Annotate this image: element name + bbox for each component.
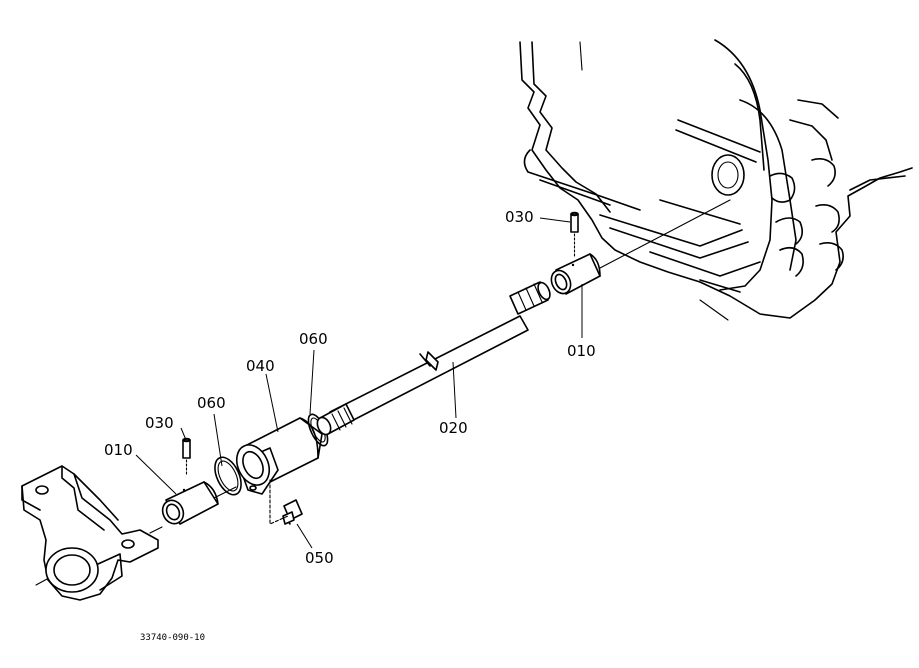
callout-bushing-right: 010: [567, 342, 596, 360]
transmission-case: [519, 39, 913, 321]
shaft-housing: [235, 417, 323, 495]
mounting-bolt: [269, 479, 303, 525]
front-bracket: [21, 465, 159, 601]
drawing-number: 33740-090-10: [140, 633, 205, 643]
drive-shaft: [316, 281, 551, 436]
callout-bushing-left: 010: [104, 441, 133, 459]
left-spring-pin: [182, 437, 191, 476]
callout-shaft: 020: [439, 419, 468, 437]
callout-housing: 040: [246, 357, 275, 375]
callout-oring-left: 060: [197, 394, 226, 412]
callout-labels: 030 010 020 060 040 060 030 010 050 3374…: [104, 208, 596, 643]
leader-lines: [135, 217, 583, 549]
right-bushing: [550, 253, 601, 295]
callout-oring-right: 060: [299, 330, 328, 348]
left-bushing: [161, 481, 219, 525]
callout-pin-left: 030: [145, 414, 174, 432]
callout-bolt: 050: [305, 549, 334, 567]
callout-pin-right: 030: [505, 208, 534, 226]
right-spring-pin: [570, 211, 579, 257]
